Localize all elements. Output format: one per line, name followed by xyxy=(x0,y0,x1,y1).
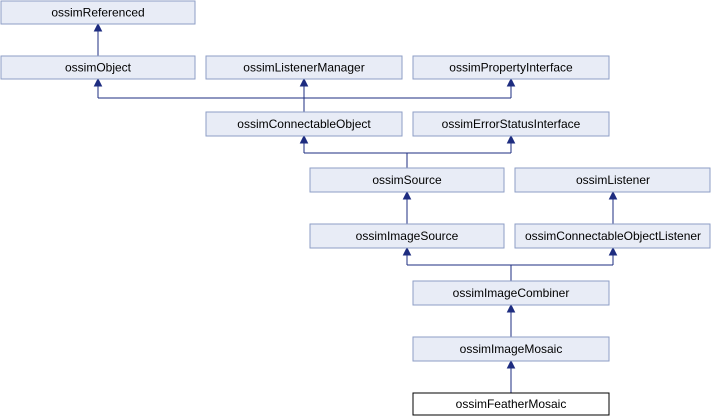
arrow-head xyxy=(402,190,412,200)
node-label: ossimImageSource xyxy=(356,229,459,243)
node-ossim-image-mosaic[interactable]: ossimImageMosaic xyxy=(412,336,610,362)
arrow-head xyxy=(608,190,618,200)
arrow-head xyxy=(608,246,618,256)
node-ossim-feather-mosaic: ossimFeatherMosaic xyxy=(412,392,610,416)
node-ossim-referenced[interactable]: ossimReferenced xyxy=(0,0,196,25)
node-ossim-image-source[interactable]: ossimImageSource xyxy=(309,223,505,249)
edge-connectable-to-row2 xyxy=(97,85,512,112)
node-label: ossimPropertyInterface xyxy=(449,61,573,75)
node-label: ossimImageMosaic xyxy=(460,342,563,356)
node-ossim-source[interactable]: ossimSource xyxy=(309,167,505,193)
arrow-head xyxy=(506,134,516,144)
arrow-head xyxy=(402,246,412,256)
node-label: ossimConnectableObject xyxy=(237,117,371,131)
arrow-head xyxy=(506,77,516,87)
node-ossim-error-status-interface[interactable]: ossimErrorStatusInterface xyxy=(412,111,610,137)
node-ossim-connectable-object[interactable]: ossimConnectableObject xyxy=(205,111,403,137)
arrow-head xyxy=(93,22,103,32)
node-ossim-connectable-object-listener[interactable]: ossimConnectableObjectListener xyxy=(514,223,711,249)
node-label: ossimErrorStatusInterface xyxy=(442,117,581,131)
node-ossim-listener[interactable]: ossimListener xyxy=(514,167,711,193)
arrow-head xyxy=(506,303,516,313)
arrow-head xyxy=(93,77,103,87)
node-label: ossimReferenced xyxy=(51,6,144,20)
node-label: ossimListenerManager xyxy=(243,61,364,75)
node-ossim-object[interactable]: ossimObject xyxy=(0,55,196,80)
node-label: ossimConnectableObjectListener xyxy=(525,229,701,243)
edge-source-to-row3 xyxy=(303,142,512,168)
node-ossim-image-combiner[interactable]: ossimImageCombiner xyxy=(412,280,610,306)
node-label: ossimSource xyxy=(372,173,442,187)
node-label: ossimObject xyxy=(65,61,132,75)
edge-combiner-to-row5 xyxy=(406,254,614,281)
node-ossim-property-interface[interactable]: ossimPropertyInterface xyxy=(412,55,610,80)
arrow-head xyxy=(299,134,309,144)
arrow-head xyxy=(299,77,309,87)
edges xyxy=(93,22,618,393)
node-label: ossimImageCombiner xyxy=(453,286,570,300)
arrow-head xyxy=(506,359,516,369)
node-label: ossimFeatherMosaic xyxy=(456,397,567,411)
node-label: ossimListener xyxy=(576,173,650,187)
node-ossim-listener-manager[interactable]: ossimListenerManager xyxy=(205,55,403,80)
